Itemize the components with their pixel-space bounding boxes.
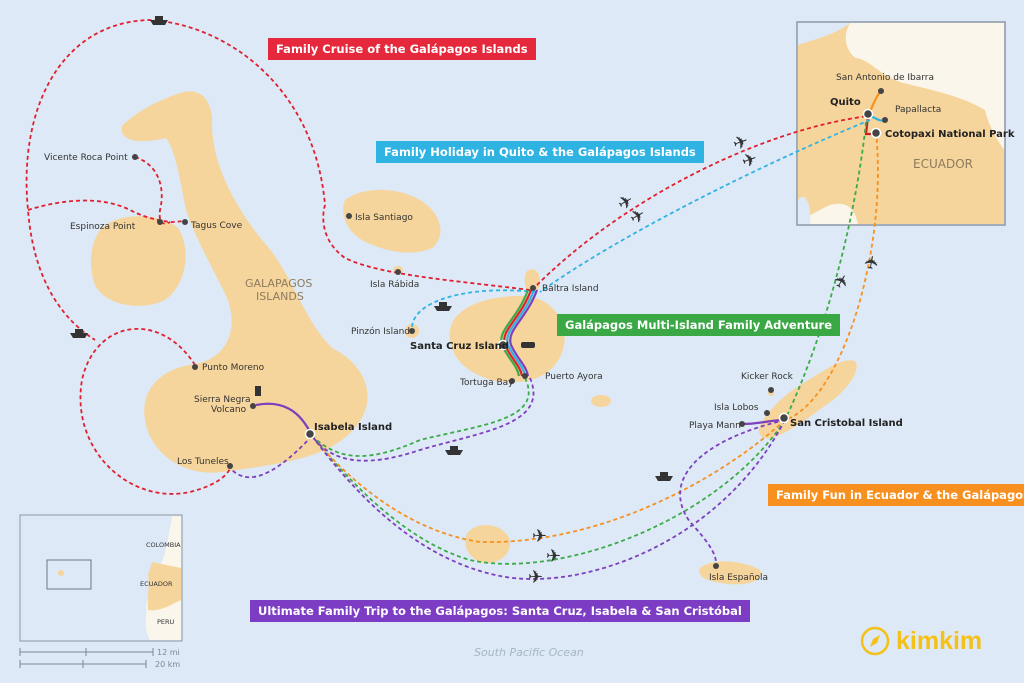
place-isla-lobos: Isla Lobos: [714, 403, 759, 413]
scale-km: 20 km: [155, 660, 180, 669]
boat-icon: [70, 329, 88, 338]
inset-peru: PERU: [157, 618, 175, 626]
route-fun-path: [311, 131, 879, 543]
plane-icon: ✈: [528, 567, 543, 588]
baltra-island-shape: [524, 269, 540, 293]
kimkim-logo: kimkim: [860, 626, 982, 656]
place-kicker-rock: Kicker Rock: [741, 372, 794, 382]
scale-bar: [19, 648, 154, 668]
place-puerto-ayora: Puerto Ayora: [545, 372, 603, 382]
place-cotopaxi: Cotopaxi National Park: [885, 129, 1015, 140]
route-label-multi-island: Galápagos Multi-Island Family Adventure: [557, 314, 840, 336]
route-label-ultimate: Ultimate Family Trip to the Galápagos: S…: [250, 600, 750, 622]
place-san-antonio: San Antonio de Ibarra: [836, 73, 934, 83]
place-baltra: Baltra Island: [542, 284, 599, 294]
route-cruise-path: [25, 19, 531, 341]
fernandina-island-shape: [90, 216, 186, 306]
boat-icon: [445, 446, 463, 455]
islands: [90, 91, 857, 585]
locator-inset: COLOMBIA ECUADOR PERU 12 mi 20 km: [19, 514, 183, 669]
place-playa-mann: Playa Mann: [689, 421, 741, 431]
galapagos-label: GALAPAGOS: [245, 277, 312, 290]
place-tortuga-bay: Tortuga Bay: [459, 378, 514, 388]
place-isla-santiago: Isla Santiago: [355, 213, 413, 223]
route-ultimate-path: [229, 377, 786, 580]
car-icon: [521, 342, 535, 348]
boat-icon: [150, 16, 168, 25]
route-label-family-cruise: Family Cruise of the Galápagos Islands: [268, 38, 536, 60]
place-sierra-negra: Sierra Negra: [194, 395, 251, 405]
islands-label: ISLANDS: [256, 290, 304, 303]
small-island-shape: [591, 395, 611, 407]
santa-cruz-purple-line: [509, 289, 539, 377]
place-quito: Quito: [830, 97, 861, 108]
inset-ecuador: ECUADOR: [140, 580, 173, 588]
place-papallacta: Papallacta: [895, 105, 941, 115]
place-labels: Vicente Roca Point Espinoza Point Tagus …: [44, 73, 1015, 583]
place-san-cristobal: San Cristobal Island: [790, 418, 903, 429]
plane-icon: ✈: [861, 253, 884, 272]
scale-mi: 12 mi: [157, 648, 180, 657]
plane-icon: ✈: [546, 546, 561, 567]
route-cruise-quito: [531, 115, 869, 291]
route-cruise-loop: [79, 328, 232, 495]
route-holiday-path: [411, 119, 871, 331]
place-santa-cruz: Santa Cruz Island: [410, 341, 509, 352]
route-label-family-fun: Family Fun in Ecuador & the Galápagos: [768, 484, 1024, 506]
place-vicente-roca: Vicente Roca Point: [44, 153, 128, 163]
place-los-tuneles: Los Tuneles: [177, 457, 229, 467]
ecuador-region-label: ECUADOR: [913, 157, 973, 171]
place-espinoza: Espinoza Point: [70, 222, 136, 232]
plane-icon: ✈: [532, 526, 547, 547]
place-tagus: Tagus Cove: [190, 221, 243, 231]
inset-colombia: COLOMBIA: [146, 541, 181, 549]
floreana-island-shape: [465, 525, 511, 563]
route-label-family-holiday: Family Holiday in Quito & the Galápagos …: [376, 141, 704, 163]
route-cruise-branch: [27, 156, 186, 225]
place-pinzon: Pinzón Island: [351, 326, 410, 337]
place-isabela: Isabela Island: [314, 422, 392, 433]
boat-icon: [434, 302, 452, 311]
santiago-island-shape: [343, 189, 441, 253]
place-sierra-negra-volcano: Volcano: [211, 405, 247, 415]
boat-icon: [655, 472, 673, 481]
routes: [25, 19, 886, 580]
hiking-icon: [255, 386, 261, 396]
route-adventure-path: [311, 121, 867, 565]
transport-icons: ✈ ✈ ✈ ✈ ✈ ✈ ✈ ✈ ✈: [70, 16, 884, 588]
plane-icon: ✈: [730, 131, 751, 156]
place-isla-rabida: Isla Rábida: [370, 280, 419, 290]
place-isla-espanola: Isla Española: [709, 573, 768, 583]
isabela-island-shape: [121, 91, 368, 473]
plane-icon: ✈: [739, 148, 760, 173]
compass-icon: [860, 626, 890, 656]
ocean-label: South Pacific Ocean: [474, 646, 584, 659]
place-punto-moreno: Punto Moreno: [202, 363, 265, 373]
logo-text: kimkim: [896, 626, 983, 655]
ecuador-inset: ECUADOR: [796, 21, 1006, 226]
